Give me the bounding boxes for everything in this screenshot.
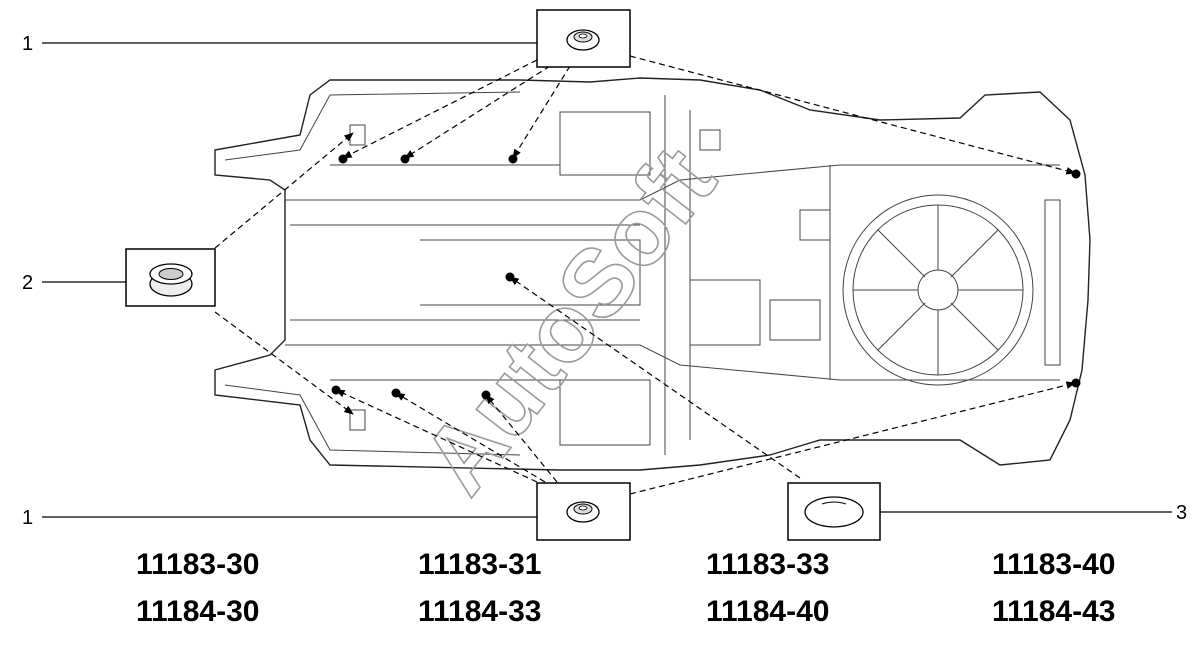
plug-point [508, 154, 518, 164]
model-code: 11184-33 [418, 595, 542, 628]
model-code: 11184-43 [992, 595, 1116, 628]
callout-3-right: 3 [1176, 502, 1187, 524]
plug-point [391, 388, 401, 398]
plug-point [331, 385, 341, 395]
callout-2-left: 2 [22, 272, 33, 294]
model-code: 11183-40 [992, 548, 1116, 581]
callout-leaders [42, 42, 1172, 518]
model-code: 11183-30 [136, 548, 260, 581]
plug-point [505, 272, 515, 282]
plug-point [1071, 169, 1081, 179]
part-box-right [787, 482, 881, 541]
plug-point [400, 154, 410, 164]
plug-point [481, 390, 491, 400]
model-code: 11184-30 [136, 595, 260, 628]
part-box-top [536, 9, 631, 68]
vehicle-underbody [214, 77, 1091, 471]
part-box-bottom [536, 482, 631, 541]
plug-locations [331, 154, 1081, 400]
callout-1-top: 1 [22, 33, 33, 55]
pointer-lines [214, 55, 1076, 495]
model-code: 11183-33 [706, 548, 830, 581]
model-code: 11184-40 [706, 595, 830, 628]
part-box-left [125, 248, 216, 307]
model-code: 11183-31 [418, 548, 542, 581]
plug-point [1071, 378, 1081, 388]
plug-point [338, 154, 348, 164]
callout-1-bottom: 1 [22, 507, 33, 529]
